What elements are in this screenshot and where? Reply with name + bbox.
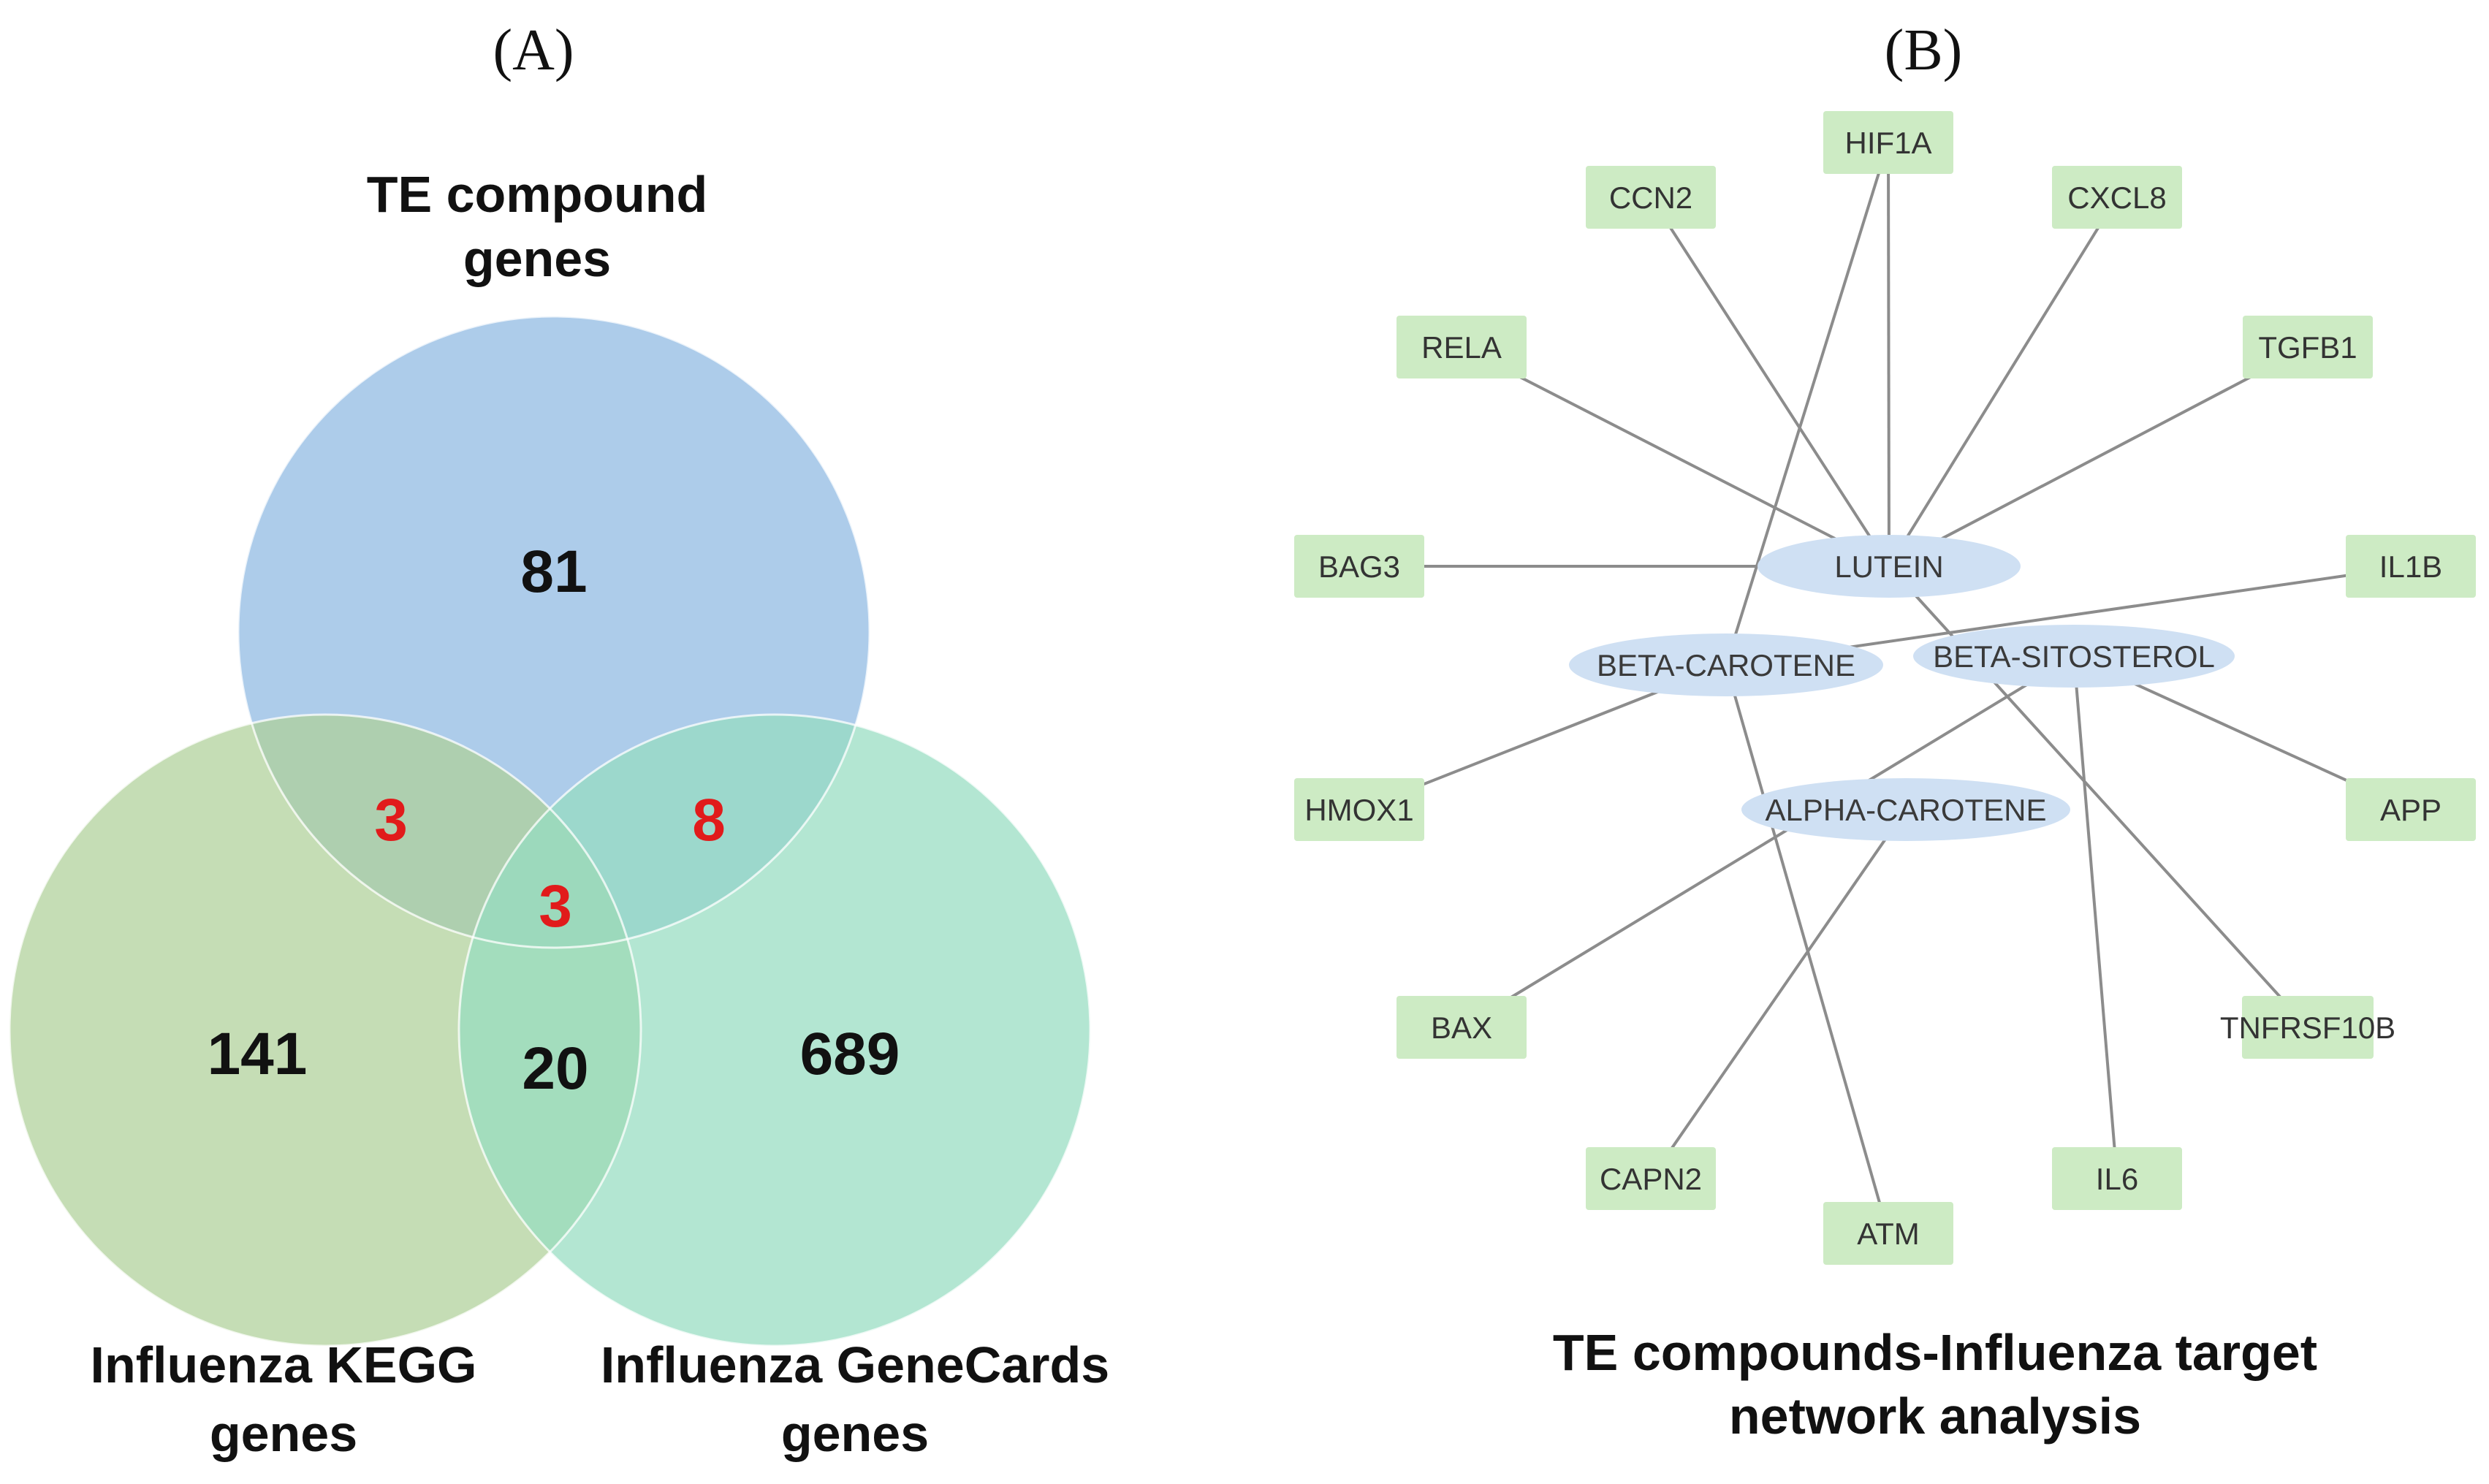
compound-label: LUTEIN <box>1834 549 1943 584</box>
gene-node-capn2: CAPN2 <box>1586 1147 1716 1210</box>
venn-circle-influenza-kegg <box>10 715 641 1346</box>
gene-label: IL6 <box>2096 1162 2138 1196</box>
gene-node-tgfb1: TGFB1 <box>2243 316 2373 378</box>
gene-node-hif1a: HIF1A <box>1823 111 1953 174</box>
compound-node-alpha-carotene: ALPHA-CAROTENE <box>1741 778 2070 841</box>
gene-label: APP <box>2380 793 2442 827</box>
venn-label-genecards-line1: Influenza GeneCards <box>601 1336 1109 1393</box>
gene-node-cxcl8: CXCL8 <box>2052 166 2182 229</box>
network-edges <box>1358 142 2412 1234</box>
compound-node-beta-sitosterol: BETA-SITOSTEROL <box>1913 625 2235 688</box>
compound-node-ellipse <box>1758 535 2021 598</box>
venn-count-te-kegg: 3 <box>374 787 408 853</box>
gene-label: TGFB1 <box>2258 330 2357 365</box>
venn-label-kegg-line1: Influenza KEGG <box>91 1336 477 1393</box>
gene-node-box <box>1586 1147 1716 1210</box>
gene-node-box <box>1823 111 1953 174</box>
venn-circle-edge-genecards <box>457 713 1092 1347</box>
compound-node-lutein: LUTEIN <box>1758 535 2021 598</box>
venn-count-te-only: 81 <box>520 539 587 605</box>
network-title-line2: network analysis <box>1729 1388 2141 1445</box>
compound-label: BETA-CAROTENE <box>1597 648 1855 682</box>
edge-beta-sitosterol-bax <box>1460 655 2075 1029</box>
gene-node-box <box>1823 1202 1953 1265</box>
gene-label: CCN2 <box>1609 180 1692 215</box>
network-title-line1: TE compounds-Influenza target <box>1553 1324 2317 1381</box>
compound-node-ellipse <box>1741 778 2070 841</box>
gene-label: CAPN2 <box>1600 1162 1702 1196</box>
venn-count-kegg-only: 141 <box>208 1021 308 1087</box>
gene-label: BAG3 <box>1318 549 1400 584</box>
gene-node-atm: ATM <box>1823 1202 1953 1265</box>
panel-label-b: (B) <box>1885 18 1963 83</box>
compound-nodes: LUTEIN BETA-CAROTENE BETA-SITOSTEROL ALPHA-… <box>1569 535 2235 841</box>
gene-node-box <box>2052 1147 2182 1210</box>
compound-label: ALPHA-CAROTENE <box>1765 793 2046 827</box>
panel-label-a: (A) <box>493 18 574 83</box>
venn-count-te-genecards: 8 <box>692 787 726 853</box>
edge-beta-carotene-hif1a <box>1725 142 1890 666</box>
venn-count-kegg-genecards: 20 <box>522 1035 588 1102</box>
venn-label-kegg-line2: genes <box>210 1405 357 1462</box>
venn-diagram: TE compound genes Influenza KEGG genes I… <box>8 166 1109 1462</box>
gene-label: IL1B <box>2379 549 2442 584</box>
venn-circle-edge-te <box>237 315 871 949</box>
compound-node-beta-carotene: BETA-CAROTENE <box>1569 633 1883 696</box>
venn-label-genecards-line2: genes <box>781 1405 929 1462</box>
edge-beta-sitosterol-il6 <box>2072 655 2118 1179</box>
gene-label: HMOX1 <box>1304 793 1413 827</box>
venn-circle-influenza-genecards <box>459 715 1090 1346</box>
venn-label-te-line1: TE compound <box>367 166 708 223</box>
venn-circle-edge-kegg <box>8 713 642 1347</box>
gene-node-il6: IL6 <box>2052 1147 2182 1210</box>
edge-beta-carotene-atm <box>1725 664 1890 1234</box>
gene-node-box <box>1294 778 1424 841</box>
gene-node-ccn2: CCN2 <box>1586 166 1716 229</box>
edge-lutein-rela <box>1461 346 1890 568</box>
edge-lutein-cxcl8 <box>1888 196 2118 568</box>
compound-label: BETA-SITOSTEROL <box>1933 639 2215 674</box>
gene-node-box <box>2052 166 2182 229</box>
gene-label: ATM <box>1857 1217 1920 1251</box>
compound-node-ellipse <box>1569 633 1883 696</box>
gene-label: HIF1A <box>1844 126 1931 160</box>
edge-lutein-tgfb1 <box>1888 346 2308 568</box>
gene-node-box <box>2243 316 2373 378</box>
gene-node-box <box>2242 996 2374 1059</box>
venn-count-all-three: 3 <box>539 873 572 940</box>
gene-node-bax: BAX <box>1396 996 1527 1059</box>
gene-node-il1b: IL1B <box>2346 535 2476 598</box>
gene-label: RELA <box>1421 330 1502 365</box>
venn-count-genecards-only: 689 <box>800 1021 900 1087</box>
edge-alpha-carotene-capn2 <box>1649 808 1907 1180</box>
gene-node-box <box>2346 778 2476 841</box>
gene-node-box <box>1396 996 1527 1059</box>
edge-lutein-ccn2 <box>1649 196 1890 568</box>
gene-label: BAX <box>1431 1011 1492 1045</box>
gene-node-app: APP <box>2346 778 2476 841</box>
edge-lutein-hif1a <box>1887 142 1890 567</box>
gene-label: CXCL8 <box>2067 180 2166 215</box>
gene-node-tnfrsf10b: TNFRSF10B <box>2220 996 2395 1059</box>
gene-label: TNFRSF10B <box>2220 1011 2395 1045</box>
gene-node-bag3: BAG3 <box>1294 535 1424 598</box>
gene-node-rela: RELA <box>1396 316 1527 378</box>
venn-label-te-line2: genes <box>463 230 611 287</box>
gene-node-box <box>1586 166 1716 229</box>
gene-node-box <box>1294 535 1424 598</box>
gene-node-hmox1: HMOX1 <box>1294 778 1424 841</box>
gene-node-box <box>1396 316 1527 378</box>
compound-node-ellipse <box>1913 625 2235 688</box>
gene-node-box <box>2346 535 2476 598</box>
